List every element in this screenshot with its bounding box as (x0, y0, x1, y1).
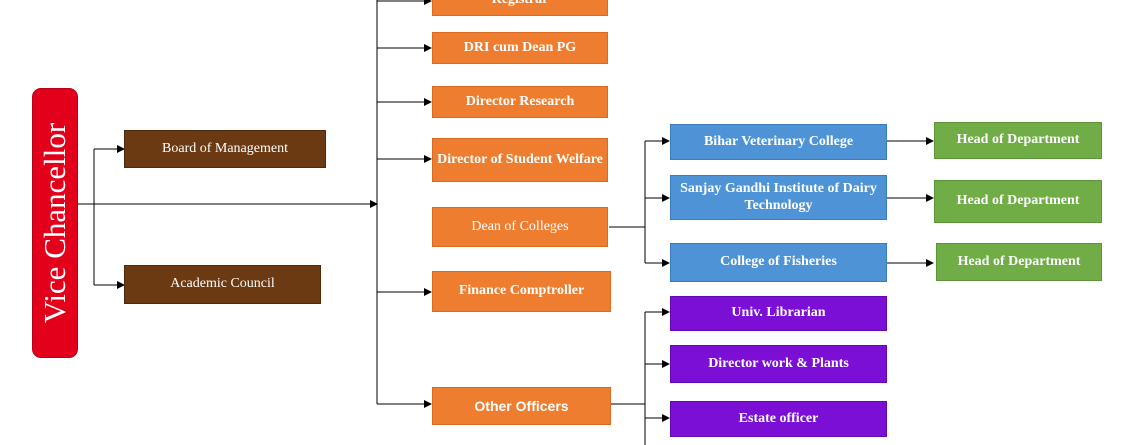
vice-chancellor-label: Vice Chancellor (37, 122, 72, 324)
head-of-department-box-3: Head of Department (936, 243, 1102, 281)
finance-comptroller-label: Finance Comptroller (458, 283, 585, 299)
dean-of-colleges-box: Dean of Colleges (432, 207, 608, 247)
director-research-label: Director Research (465, 93, 575, 109)
director-work-plants-label: Director work & Plants (708, 355, 849, 371)
estate-officer-label: Estate officer (738, 410, 819, 426)
registrar-label: Registrar (492, 0, 549, 8)
other-officers-label: Other Officers (474, 397, 569, 414)
dean-of-colleges-label: Dean of Colleges (471, 218, 569, 234)
head-of-department-label: Head of Department (956, 132, 1080, 148)
dri-dean-pg-label: DRI cum Dean PG (463, 39, 577, 55)
estate-officer-box: Estate officer (670, 401, 887, 437)
director-research-box: Director Research (432, 86, 608, 118)
director-student-welfare-label: Director of Student Welfare (437, 151, 603, 167)
director-work-plants-box: Director work & Plants (670, 345, 887, 383)
board-of-management-box: Board of Management (124, 130, 326, 168)
sanjay-gandhi-institute-box: Sanjay Gandhi Institute of Dairy Technol… (670, 175, 887, 220)
academic-council-box: Academic Council (124, 265, 321, 304)
board-of-management-label: Board of Management (162, 140, 288, 156)
academic-council-label: Academic Council (170, 276, 275, 292)
head-of-department-box-2: Head of Department (934, 180, 1102, 223)
dri-dean-pg-box: DRI cum Dean PG (432, 32, 608, 64)
college-of-fisheries-label: College of Fisheries (720, 254, 837, 270)
univ-librarian-label: Univ. Librarian (731, 305, 826, 321)
head-of-department-box-1: Head of Department (934, 122, 1102, 159)
bihar-veterinary-college-box: Bihar Veterinary College (670, 124, 887, 160)
univ-librarian-box: Univ. Librarian (670, 296, 887, 331)
head-of-department-label: Head of Department (957, 253, 1081, 269)
bihar-veterinary-college-label: Bihar Veterinary College (703, 133, 854, 149)
college-of-fisheries-box: College of Fisheries (670, 243, 887, 282)
registrar-box: Registrar (432, 0, 608, 16)
head-of-department-label: Head of Department (956, 193, 1080, 209)
sanjay-gandhi-institute-label: Sanjay Gandhi Institute of Dairy Technol… (680, 181, 877, 213)
finance-comptroller-box: Finance Comptroller (432, 271, 611, 312)
director-student-welfare-box: Director of Student Welfare (432, 138, 608, 182)
vice-chancellor-box: Vice Chancellor (32, 88, 78, 358)
other-officers-box: Other Officers (432, 387, 611, 425)
